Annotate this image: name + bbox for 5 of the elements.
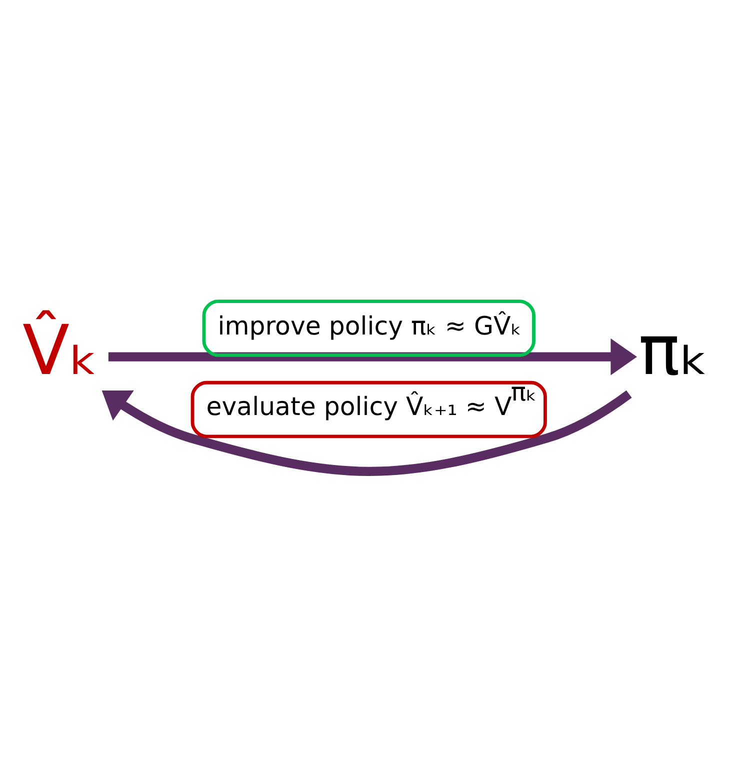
arrow: [108, 338, 637, 375]
node-text: V̂ₖ: [22, 310, 99, 391]
node-text: πₖ: [638, 310, 710, 391]
arrow: [102, 390, 632, 476]
edge-label: improve policy πₖ ≈ GV̂ₖ: [218, 311, 522, 340]
